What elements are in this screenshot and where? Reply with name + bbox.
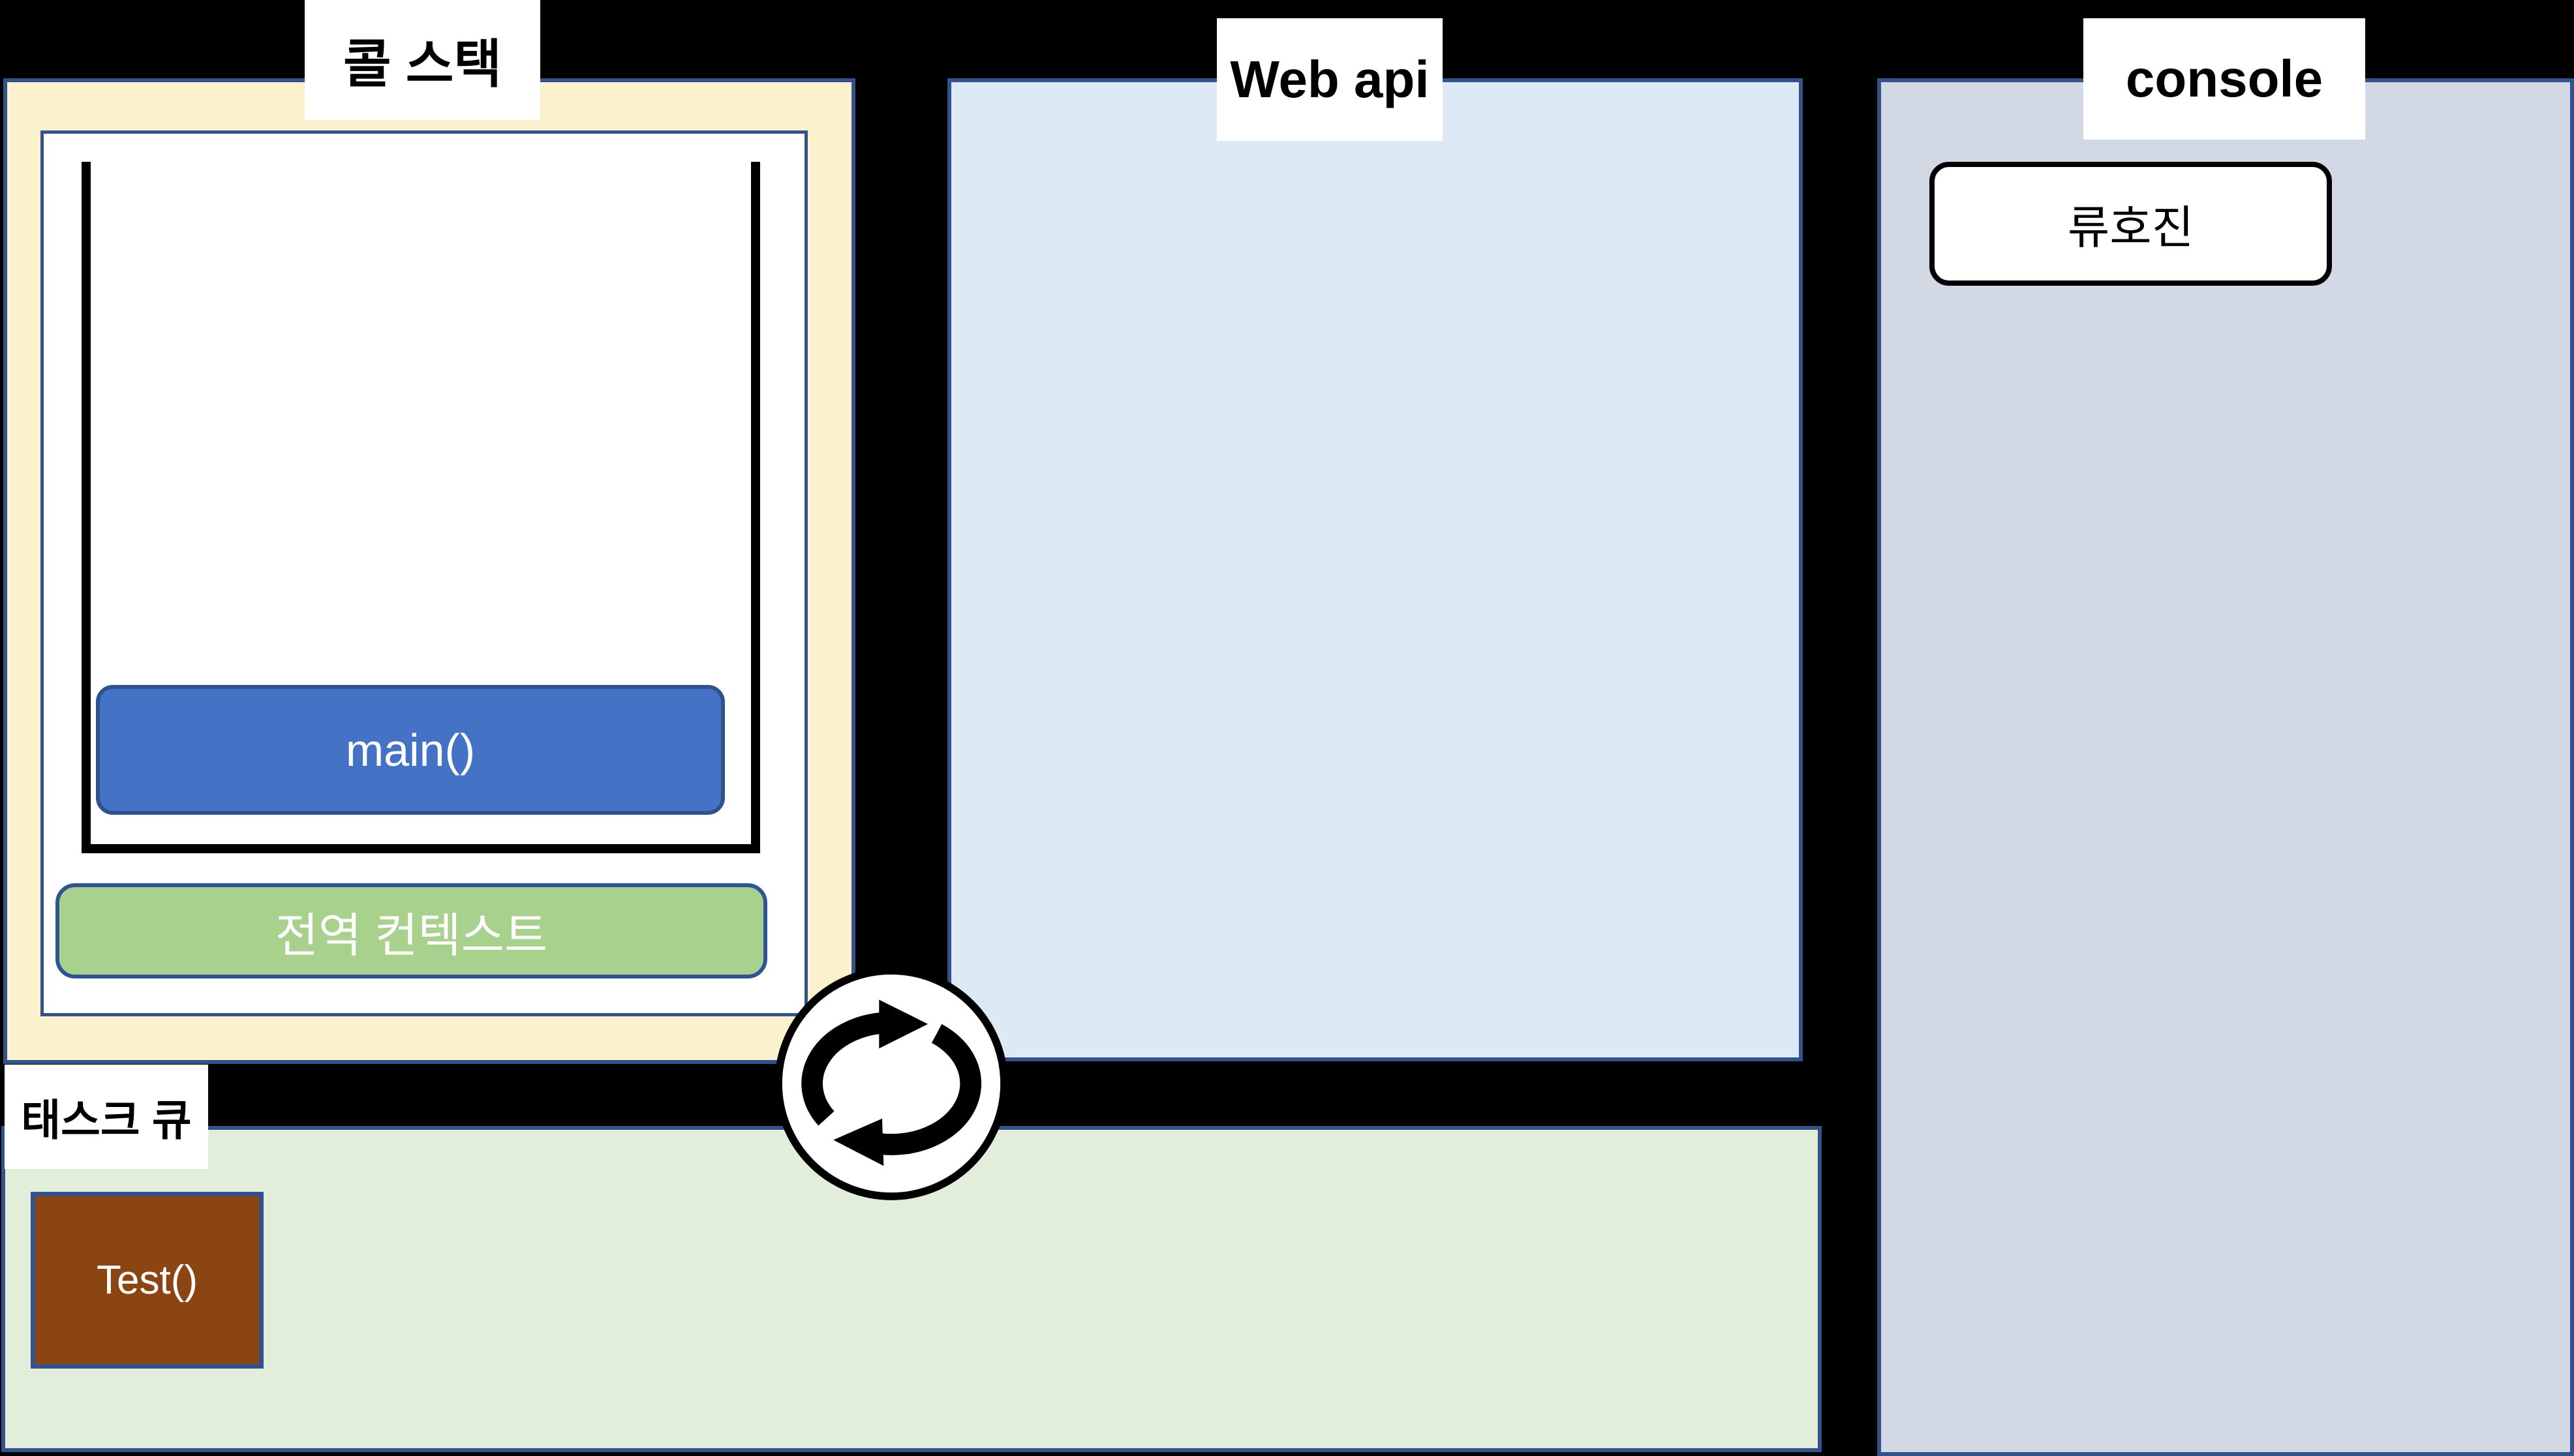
console-panel bbox=[1877, 78, 2574, 1456]
cycle-arrows-icon bbox=[774, 967, 1008, 1200]
stack-frame-main: main() bbox=[96, 685, 725, 815]
global-context-box: 전역 컨텍스트 bbox=[55, 883, 767, 978]
call-stack-inner-box bbox=[40, 130, 808, 1016]
task-queue-item-test: Test() bbox=[31, 1192, 264, 1369]
task-queue-title: 태스크 큐 bbox=[5, 1065, 208, 1169]
web-api-panel bbox=[947, 78, 1803, 1061]
stack-outline bbox=[82, 162, 760, 853]
console-log-entry: 류호진 bbox=[1929, 162, 2332, 286]
call-stack-title: 콜 스택 bbox=[305, 0, 540, 120]
console-title: console bbox=[2083, 18, 2365, 140]
web-api-title: Web api bbox=[1217, 18, 1443, 141]
event-loop-cycle-icon bbox=[769, 962, 1013, 1206]
